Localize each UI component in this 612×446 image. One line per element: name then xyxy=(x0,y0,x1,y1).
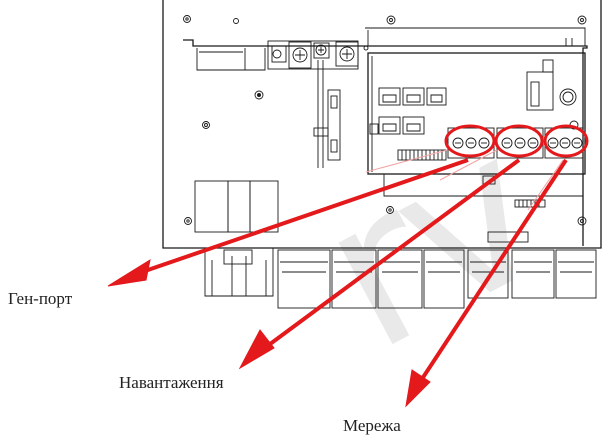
arrow-gen-port-head xyxy=(107,258,151,287)
arrow-grid-head xyxy=(405,369,431,408)
arrow-gen-port xyxy=(141,158,469,274)
upper-panel xyxy=(183,27,588,246)
ground-cable xyxy=(313,60,341,168)
arrow-load-head xyxy=(238,329,275,370)
highlight-rings xyxy=(444,124,589,158)
label-load: Навантаження xyxy=(119,373,224,392)
grid-highlight xyxy=(543,124,589,158)
ground-terminal-block xyxy=(267,40,359,70)
cable-glands xyxy=(204,248,597,309)
arrow-grid xyxy=(418,158,568,384)
arrow-load xyxy=(260,158,521,352)
leader-lines xyxy=(365,149,564,211)
gen-port-highlight xyxy=(444,124,496,158)
terminal-board xyxy=(367,52,586,175)
label-grid: Мережа xyxy=(343,416,401,435)
arrow-icon xyxy=(107,158,568,408)
load-highlight xyxy=(494,124,544,158)
label-gen-port: Ген-порт xyxy=(8,289,73,308)
inverter-housing xyxy=(162,0,602,249)
